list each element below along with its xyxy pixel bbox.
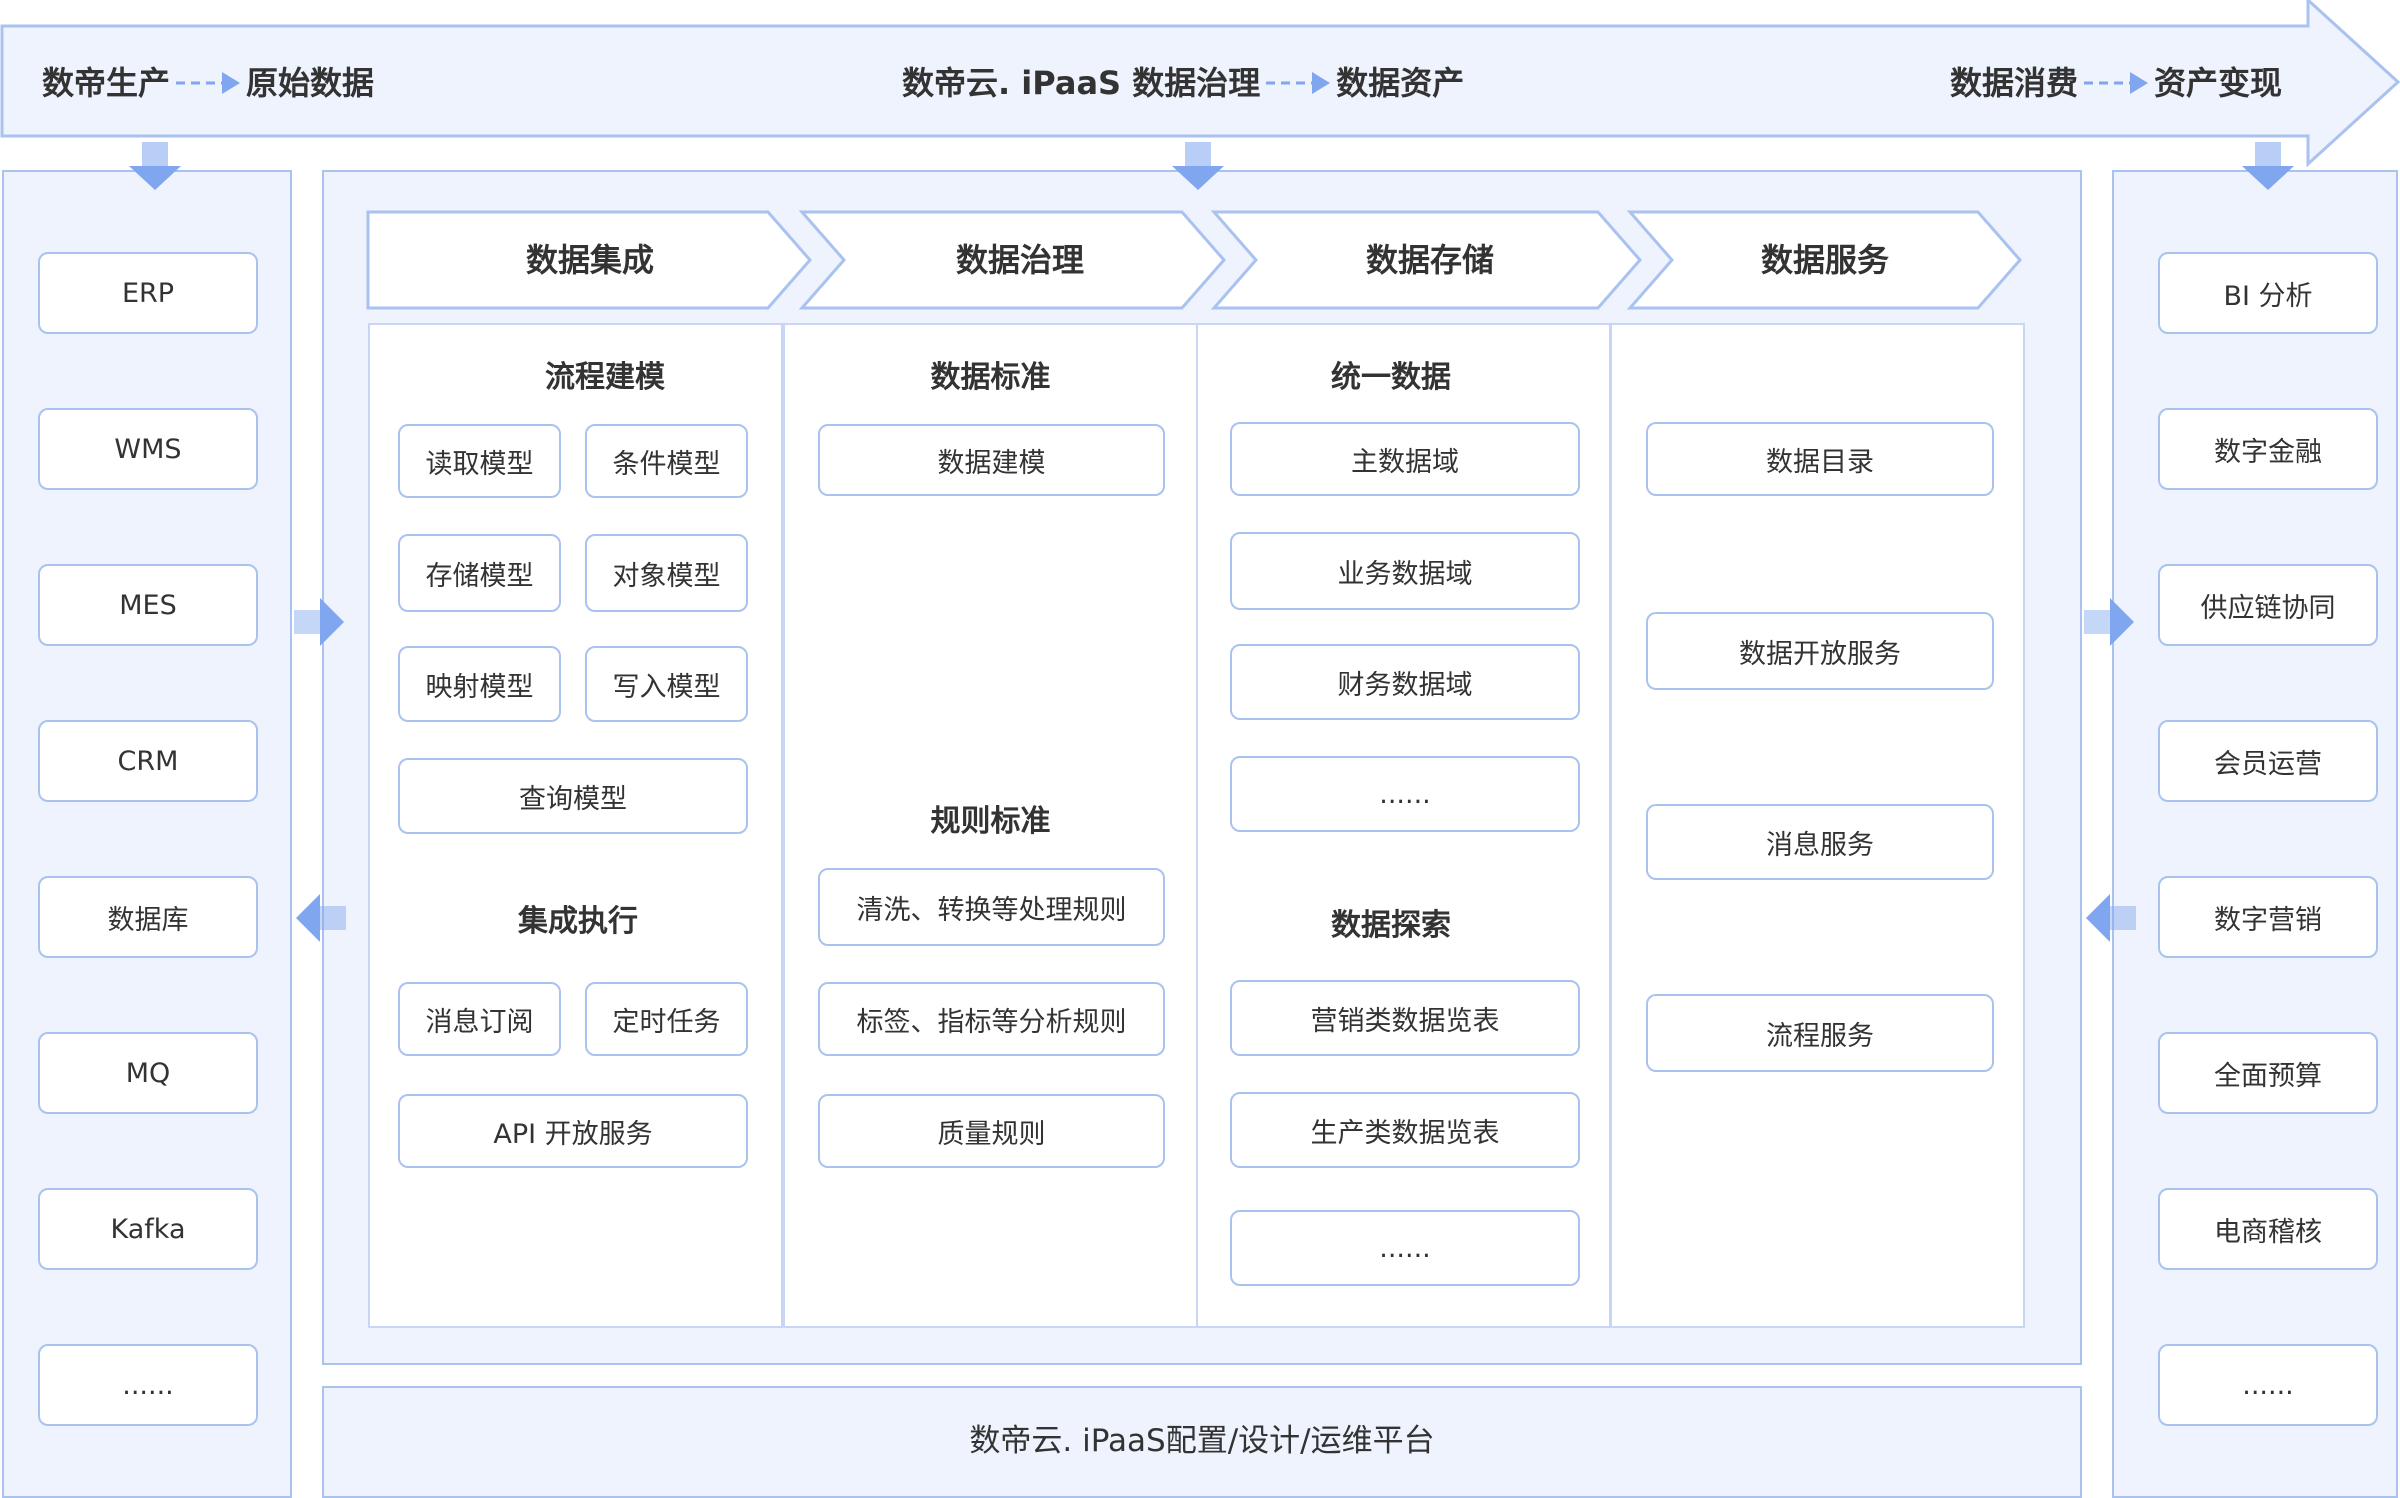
- rule-item[interactable]: 质量规则: [818, 1094, 1165, 1168]
- rule-item[interactable]: 标签、指标等分析规则: [818, 982, 1165, 1056]
- explore-item[interactable]: 营销类数据览表: [1230, 980, 1580, 1056]
- unified-item[interactable]: ......: [1230, 756, 1580, 832]
- unified-item[interactable]: 业务数据域: [1230, 532, 1580, 610]
- execution-item[interactable]: 消息订阅: [398, 982, 561, 1056]
- banner-right-from: 数据消费: [1950, 64, 2079, 102]
- banner-middle-to: 数据资产: [1336, 64, 1465, 102]
- down-arrow-icon: [1172, 142, 1224, 190]
- unified-item[interactable]: 财务数据域: [1230, 644, 1580, 720]
- api-service-item[interactable]: API 开放服务: [398, 1094, 748, 1168]
- service-item[interactable]: 数据开放服务: [1646, 612, 1994, 690]
- source-item[interactable]: ERP: [38, 252, 258, 334]
- consumer-item[interactable]: 数字金融: [2158, 408, 2378, 490]
- standard-item[interactable]: 数据建模: [818, 424, 1165, 496]
- explore-item[interactable]: 生产类数据览表: [1230, 1092, 1580, 1168]
- consumer-item[interactable]: 电商稽核: [2158, 1188, 2378, 1270]
- banner-right-to: 资产变现: [2154, 64, 2283, 102]
- top-banner-arrow: [0, 0, 2400, 168]
- banner-middle-from: 数帝云. iPaaS 数据治理: [902, 64, 1261, 102]
- rule-item[interactable]: 清洗、转换等处理规则: [818, 868, 1165, 946]
- section-title: 数据探索: [1331, 908, 1451, 943]
- stage-label: 数据服务: [1760, 241, 1889, 279]
- source-item[interactable]: Kafka: [38, 1188, 258, 1270]
- source-item[interactable]: CRM: [38, 720, 258, 802]
- consumer-item[interactable]: BI 分析: [2158, 252, 2378, 334]
- stage-chevrons: [366, 210, 2022, 310]
- consumer-item[interactable]: 全面预算: [2158, 1032, 2378, 1114]
- source-item[interactable]: MES: [38, 564, 258, 646]
- down-arrow-icon: [2242, 142, 2294, 190]
- stage-label: 数据存储: [1365, 241, 1494, 279]
- banner-left-from: 数帝生产: [42, 64, 171, 102]
- service-item[interactable]: 消息服务: [1646, 804, 1994, 880]
- model-item[interactable]: 条件模型: [585, 424, 748, 498]
- explore-item[interactable]: ......: [1230, 1210, 1580, 1286]
- service-item[interactable]: 数据目录: [1646, 422, 1994, 496]
- service-item[interactable]: 流程服务: [1646, 994, 1994, 1072]
- source-item[interactable]: ......: [38, 1344, 258, 1426]
- consumer-item[interactable]: 数字营销: [2158, 876, 2378, 958]
- model-item[interactable]: 写入模型: [585, 646, 748, 722]
- stage-label: 数据治理: [955, 241, 1084, 279]
- banner-left: 数帝生产 原始数据: [42, 56, 374, 110]
- section-title: 集成执行: [518, 904, 638, 939]
- model-item[interactable]: 读取模型: [398, 424, 561, 498]
- right-arrow-icon: [2084, 598, 2134, 646]
- consumer-item[interactable]: ......: [2158, 1344, 2378, 1426]
- section-title: 流程建模: [545, 360, 665, 395]
- left-arrow-icon: [2086, 894, 2136, 942]
- banner-middle: 数帝云. iPaaS 数据治理 数据资产: [902, 56, 1464, 110]
- model-item[interactable]: 映射模型: [398, 646, 561, 722]
- dashed-arrow-icon: [176, 72, 241, 94]
- model-item[interactable]: 存储模型: [398, 534, 561, 612]
- footer-label: 数帝云. iPaaS配置/设计/运维平台: [969, 1423, 1435, 1459]
- section-title: 数据标准: [930, 360, 1051, 395]
- source-item[interactable]: 数据库: [38, 876, 258, 958]
- source-item[interactable]: MQ: [38, 1032, 258, 1114]
- source-item[interactable]: WMS: [38, 408, 258, 490]
- down-arrow-icon: [129, 142, 181, 190]
- footer-panel: [322, 1386, 2082, 1498]
- execution-item[interactable]: 定时任务: [585, 982, 748, 1056]
- query-model-item[interactable]: 查询模型: [398, 758, 748, 834]
- consumer-item[interactable]: 会员运营: [2158, 720, 2378, 802]
- section-title: 统一数据: [1331, 360, 1451, 395]
- banner-left-to: 原始数据: [246, 64, 375, 102]
- model-item[interactable]: 对象模型: [585, 534, 748, 612]
- source-panel: [2, 170, 292, 1498]
- banner-right: 数据消费 资产变现: [1950, 56, 2282, 110]
- section-title: 规则标准: [930, 804, 1051, 839]
- consumer-panel: [2112, 170, 2398, 1498]
- dashed-arrow-icon: [1266, 72, 1331, 94]
- unified-item[interactable]: 主数据域: [1230, 422, 1580, 496]
- consumer-item[interactable]: 供应链协同: [2158, 564, 2378, 646]
- stage-label: 数据集成: [525, 241, 654, 279]
- right-arrow-icon: [294, 598, 344, 646]
- left-arrow-icon: [296, 894, 346, 942]
- dashed-arrow-icon: [2084, 72, 2149, 94]
